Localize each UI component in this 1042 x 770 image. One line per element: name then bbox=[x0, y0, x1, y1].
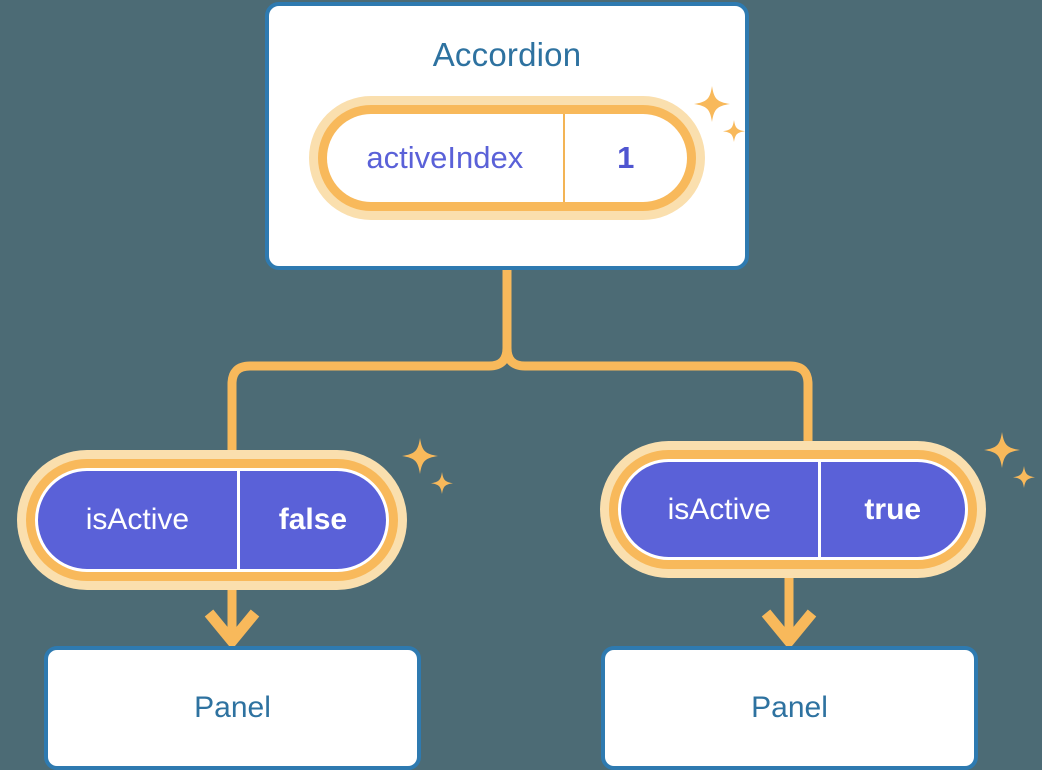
page-title: Accordion bbox=[432, 36, 582, 73]
state-key: activeIndex bbox=[327, 114, 565, 202]
state-pill-is-active-true[interactable]: isActive true bbox=[600, 441, 986, 578]
component-card-panel-right[interactable]: Panel bbox=[601, 646, 978, 770]
state-value: false bbox=[278, 503, 348, 536]
state-pill-active-index[interactable]: activeIndex 1 bbox=[309, 96, 705, 220]
state-key: isActive bbox=[621, 462, 821, 557]
panel-title: Panel bbox=[194, 691, 271, 724]
pill-body: activeIndex 1 bbox=[327, 114, 687, 202]
state-pill-is-active-false[interactable]: isActive false bbox=[17, 450, 407, 590]
state-value: true bbox=[864, 492, 922, 526]
wire-root-to-right bbox=[502, 265, 813, 461]
sparkle-icon-right bbox=[984, 432, 1035, 488]
arrow-down-icon-left bbox=[204, 586, 260, 650]
state-key: isActive bbox=[38, 471, 240, 569]
pill-body: isActive true bbox=[618, 459, 968, 560]
pill-body: isActive false bbox=[35, 468, 389, 572]
component-card-panel-left[interactable]: Panel bbox=[44, 646, 421, 770]
wire-root-to-left bbox=[227, 265, 512, 467]
panel-title: Panel bbox=[751, 691, 828, 724]
arrow-down-icon-right bbox=[761, 578, 817, 650]
state-value: 1 bbox=[617, 140, 635, 175]
